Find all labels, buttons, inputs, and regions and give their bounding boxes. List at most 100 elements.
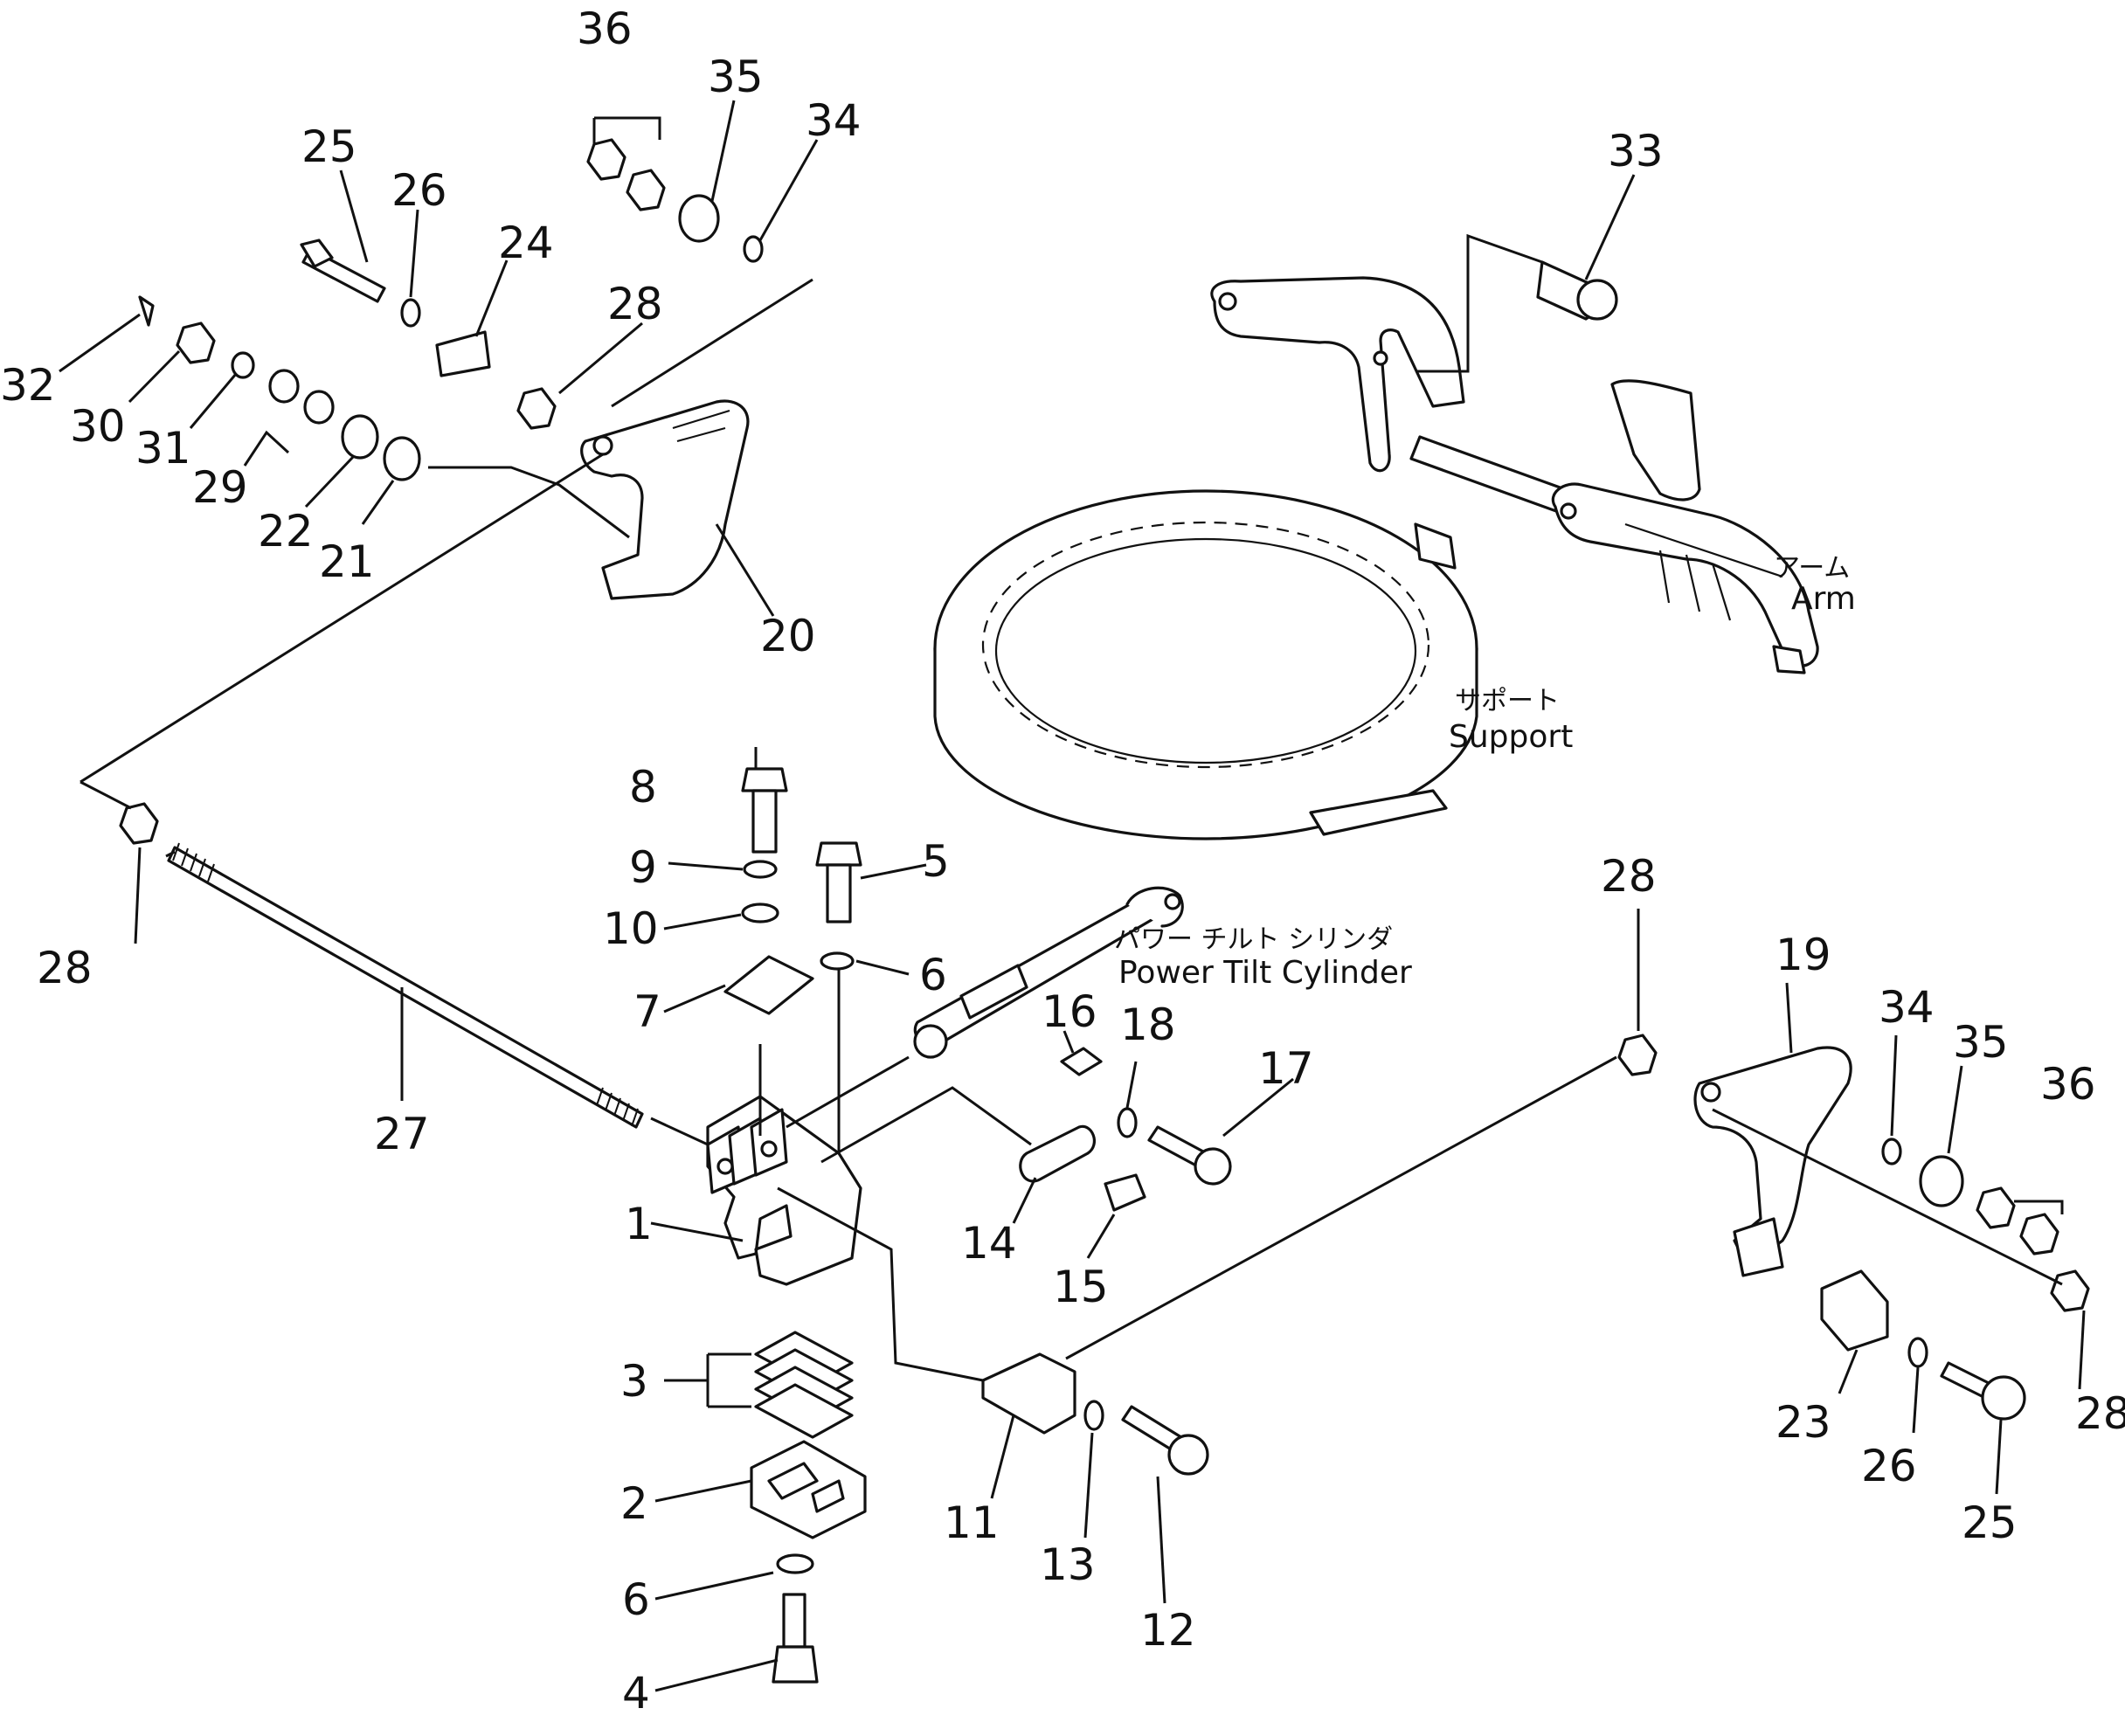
callout-29: 29 (192, 462, 248, 513)
bracket-19-hole (1700, 1082, 1721, 1103)
callout-15: 15 (1053, 1262, 1109, 1312)
bolt-25a-head (300, 239, 334, 268)
washer-9-drawing (743, 860, 778, 879)
callout-31: 31 (135, 423, 191, 474)
spacer-35a-drawing (678, 194, 720, 243)
callout-6-upper: 6 (919, 950, 947, 1000)
callout-28-right: 28 (2075, 1388, 2125, 1439)
callout-28-upper-left: 28 (607, 279, 663, 329)
part-23-drawing (1820, 1269, 1889, 1352)
callout-35-lower: 35 (1953, 1017, 2009, 1068)
callout-17: 17 (1258, 1043, 1314, 1094)
callout-9: 9 (629, 842, 657, 893)
spacer-21-drawing (383, 436, 421, 481)
spacer-22-drawing (341, 414, 379, 460)
washer-34b-drawing (1881, 1138, 1902, 1165)
washer-18-drawing (1117, 1107, 1138, 1138)
nut-30-drawing (176, 322, 216, 364)
bolt-4-drawing (772, 1593, 819, 1684)
callout-22: 22 (258, 506, 314, 557)
nut-28b-drawing (119, 802, 159, 845)
pin-32-drawing (138, 295, 155, 327)
plate-7-drawing (723, 955, 814, 1015)
callout-28-left: 28 (37, 943, 93, 993)
part-2-drawing (750, 1440, 867, 1539)
callout-2: 2 (620, 1478, 648, 1529)
block-19-foot (1733, 1217, 1784, 1277)
callout-34-lower: 34 (1879, 982, 1935, 1033)
callout-1: 1 (625, 1199, 653, 1249)
bolt-8-drawing (741, 767, 788, 854)
support-ring-drawing (933, 489, 1478, 840)
callout-25-upper: 25 (301, 121, 357, 172)
callout-labels: 36 35 34 25 26 24 32 30 31 28 29 22 21 2… (0, 3, 2125, 1719)
nut-36b-1-drawing (1976, 1186, 2016, 1229)
fitting-15-drawing (1104, 1173, 1146, 1212)
callout-25-lower: 25 (1962, 1497, 2018, 1548)
callout-3: 3 (620, 1356, 648, 1407)
bracket-20-hole (592, 435, 613, 456)
callout-28-center-right: 28 (1601, 851, 1657, 902)
callout-26-lower: 26 (1861, 1441, 1917, 1491)
callout-13: 13 (1040, 1539, 1096, 1590)
part-11-drawing (981, 1352, 1076, 1435)
bracket-19-drawing (1693, 1046, 1852, 1269)
callout-36-lower: 36 (2040, 1059, 2096, 1110)
callout-8: 8 (629, 762, 657, 813)
callout-24: 24 (498, 218, 554, 268)
washer-6b-drawing (776, 1553, 814, 1574)
callout-19: 19 (1775, 930, 1831, 980)
callout-16: 16 (1042, 986, 1097, 1037)
callout-23: 23 (1775, 1397, 1831, 1448)
parts-drawing (119, 138, 2090, 1684)
callout-36-upper: 36 (577, 3, 633, 54)
nut-28d-drawing (2050, 1269, 2090, 1312)
power-tilt-cylinder-drawing (913, 886, 1184, 1059)
callout-12: 12 (1140, 1605, 1196, 1656)
bolt-25b-drawing (1940, 1361, 2026, 1421)
callout-14: 14 (961, 1218, 1017, 1269)
nut-36b-2-drawing (2019, 1213, 2059, 1255)
pin-14-drawing (1019, 1124, 1096, 1183)
washer-34a-drawing (743, 235, 764, 263)
support-label-en: Support (1449, 719, 1573, 755)
rod-27-drawing (167, 842, 644, 1129)
callout-32: 32 (0, 360, 56, 411)
bolt-5-drawing (815, 841, 862, 923)
arm-assembly-drawing (1210, 276, 1819, 674)
callout-26-upper: 26 (391, 165, 447, 216)
part-3-drawing (754, 1331, 854, 1439)
washer-10-drawing (741, 903, 779, 923)
leader-lines (59, 100, 2086, 1692)
support-label-ja: サポート (1455, 686, 1560, 716)
washer-13-drawing (1083, 1400, 1104, 1431)
nut-36a-1-drawing (586, 138, 626, 181)
callout-27: 27 (374, 1109, 430, 1159)
arm-label-ja: アーム (1774, 553, 1850, 584)
washer-29-1-drawing (268, 369, 300, 404)
spacer-35b-drawing (1919, 1155, 1964, 1207)
callout-10: 10 (603, 903, 659, 954)
callout-33: 33 (1608, 126, 1664, 176)
callout-7: 7 (633, 986, 661, 1037)
nut-36a-2-drawing (626, 169, 666, 211)
nut-28c-drawing (1617, 1034, 1658, 1076)
washer-31-drawing (231, 351, 255, 379)
washer-26b-drawing (1907, 1337, 1928, 1368)
plate-16-drawing (1060, 1047, 1103, 1076)
cylinder-label-ja: パワー チルト シリンダ (1114, 924, 1393, 955)
nut-28a-drawing (516, 387, 557, 430)
bolt-12-drawing (1121, 1405, 1209, 1476)
callout-5: 5 (922, 836, 950, 887)
bolt-17-drawing (1147, 1125, 1232, 1186)
part-24-drawing (435, 330, 491, 377)
callout-21: 21 (319, 536, 375, 587)
callout-34-upper: 34 (806, 95, 862, 146)
callout-35-upper: 35 (708, 52, 764, 102)
washer-29-2-drawing (303, 390, 335, 425)
callout-30: 30 (70, 401, 126, 452)
bracket-20-drawing (580, 399, 750, 600)
component-annotations: アーム Arm サポート Support パワー チルト シリンダ Power … (1114, 553, 1856, 991)
bolt-33-head (1576, 279, 1618, 321)
